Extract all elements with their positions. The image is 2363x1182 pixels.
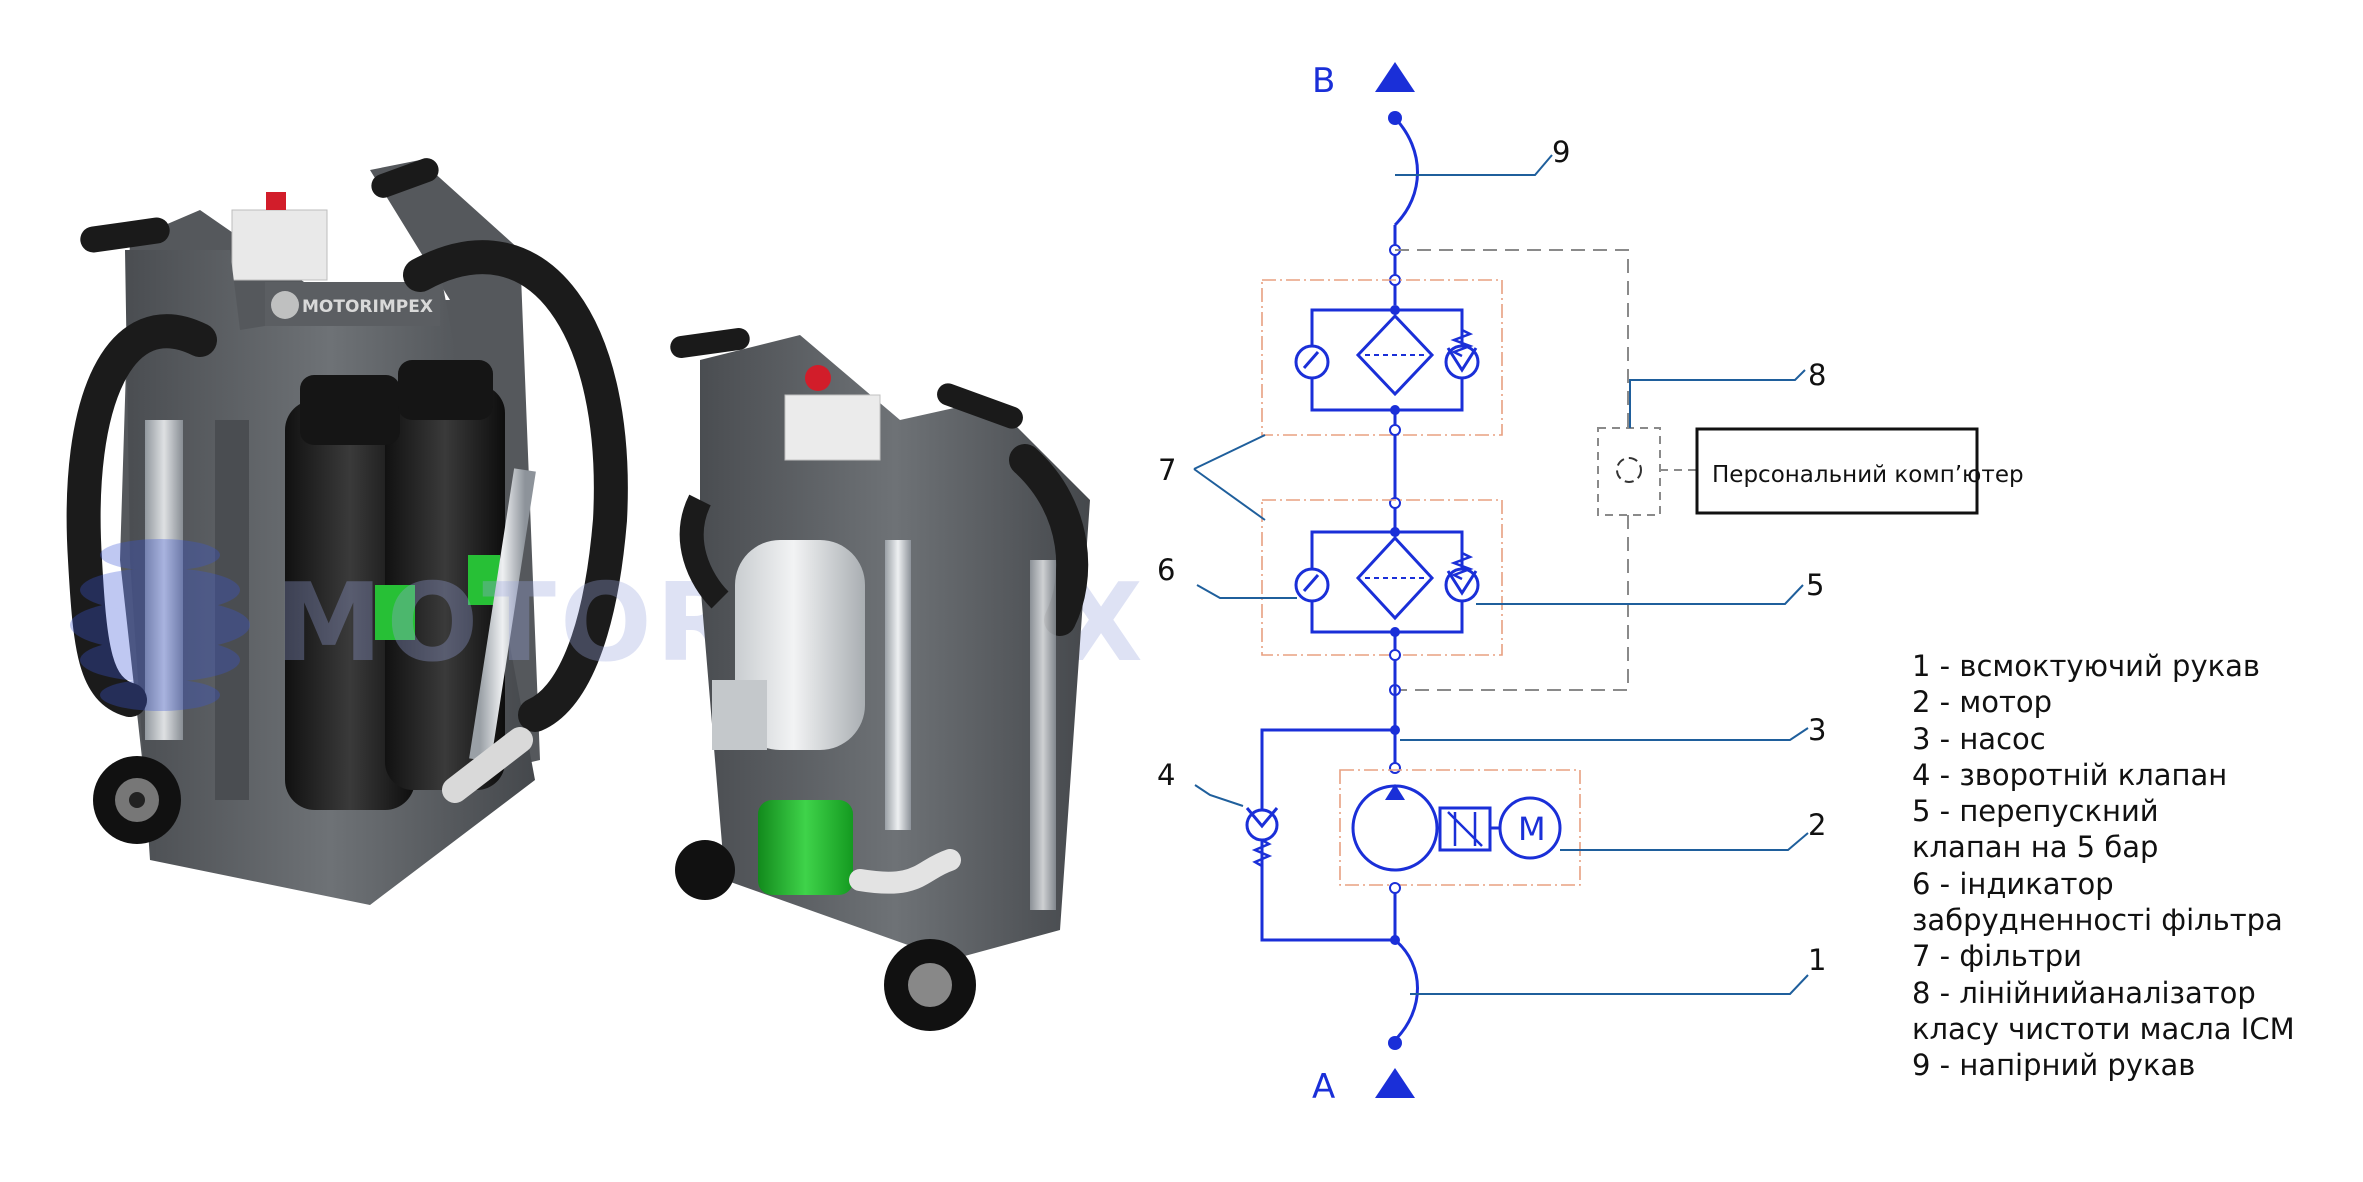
- icm-analyzer: [1597, 427, 1661, 516]
- pressure-hose-right: [403, 240, 628, 732]
- left-handle: [80, 217, 170, 253]
- port-b-label: B: [1312, 61, 1335, 101]
- port-a-label: A: [1312, 1067, 1335, 1107]
- upper-bypass-valve: [1444, 344, 1480, 380]
- legend-item: клапан на 5 бар: [1912, 830, 2159, 865]
- callout-2: 2: [1808, 808, 1826, 842]
- pressure-hose-symbol: [1393, 116, 1419, 227]
- side-wheel-rear: [675, 840, 735, 900]
- legend-item: 4 - зворотній клапан: [1912, 757, 2228, 792]
- stop-button: [266, 192, 286, 210]
- filter-cart-side-view: [670, 327, 1090, 1031]
- port-a-arrow: [1375, 1068, 1415, 1098]
- electric-motor: [735, 540, 865, 750]
- filter-cart-front-view: MOTORIMPEX: [66, 158, 628, 905]
- legend-item: забрудненності фільтра: [1912, 903, 2283, 938]
- pc-label: Персональний комп’ютер: [1712, 462, 2024, 488]
- lower-contamination-indicator: [1294, 567, 1330, 603]
- callout-9: 9: [1552, 135, 1570, 169]
- callout-3: 3: [1808, 713, 1826, 747]
- callout-6: 6: [1157, 553, 1175, 587]
- legend-item: 8 - лінійнийаналізатор: [1912, 975, 2256, 1010]
- legend-item: 2 - мотор: [1912, 685, 2053, 720]
- legend-item: 7 - фільтри: [1912, 939, 2082, 974]
- lower-bypass-valve: [1444, 567, 1480, 603]
- pc-box: [1695, 427, 1979, 515]
- legend-item: 9 - напірний рукав: [1912, 1048, 2196, 1083]
- callout-7: 7: [1158, 453, 1176, 487]
- upper-filter-box: [1261, 279, 1503, 436]
- motor-symbol-letter: M: [1518, 810, 1546, 848]
- brand-plate-text: MOTORIMPEX: [302, 297, 433, 317]
- component-legend: 1 - всмоктуючий рукав 2 - мотор 3 - насо…: [1912, 648, 2352, 1084]
- callout-1: 1: [1808, 943, 1826, 977]
- callout-5: 5: [1806, 568, 1824, 602]
- control-box: [231, 209, 328, 281]
- suction-hose-symbol: [1393, 938, 1419, 1042]
- side-stop-button: [805, 365, 831, 391]
- side-control-box: [784, 394, 881, 461]
- legend-item: 5 - перепускний: [1912, 794, 2159, 829]
- lower-filter-element: [1355, 535, 1435, 621]
- callout-leaders: [1193, 154, 1809, 995]
- legend-item: 1 - всмоктуючий рукав: [1912, 649, 2260, 683]
- upper-filter-element: [1355, 313, 1435, 397]
- pump-motor-box: [1339, 769, 1581, 886]
- watermark-logo-icon: [70, 539, 250, 711]
- analyzer-sensing-lines: [1395, 249, 1629, 691]
- upper-contamination-indicator: [1294, 344, 1330, 380]
- filter-housing-right: [385, 385, 505, 790]
- hydraulic-schematic: B: [1157, 61, 2024, 1107]
- callout-4: 4: [1157, 758, 1175, 792]
- port-b-arrow: [1375, 62, 1415, 92]
- filter-housing-left: [285, 400, 415, 810]
- legend-item: 3 - насос: [1912, 721, 2046, 756]
- callout-8: 8: [1808, 358, 1826, 392]
- lower-filter-box: [1261, 499, 1503, 656]
- pump-housing: [758, 800, 853, 895]
- legend-item: 6 - індикатор: [1912, 866, 2114, 901]
- motor-symbol: [1498, 796, 1562, 860]
- right-handle: [371, 158, 439, 198]
- filter-label-green: [375, 585, 415, 640]
- legend-item: класу чистоти масла ICM: [1912, 1011, 2295, 1046]
- suction-hose-left: [66, 314, 217, 717]
